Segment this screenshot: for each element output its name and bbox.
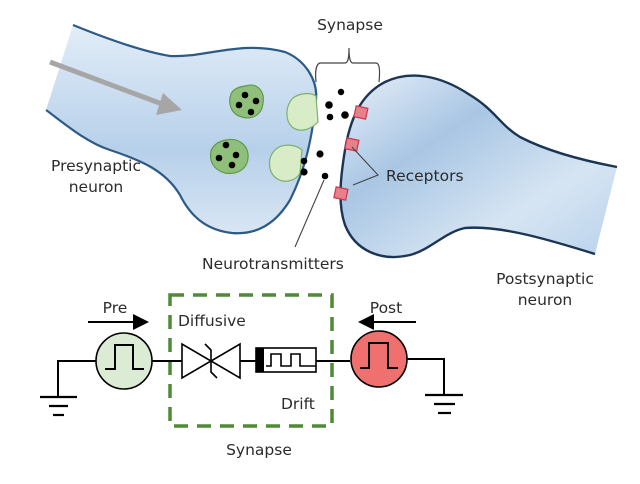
presynaptic-label-line2: neuron	[69, 178, 124, 196]
vesicle-full	[229, 84, 264, 119]
postsynaptic-neuron	[340, 75, 617, 257]
synapse-brace	[315, 47, 381, 83]
synapse-box	[168, 293, 334, 428]
neurotransmitters-pointer	[294, 179, 325, 248]
post-ground-wire	[407, 358, 445, 395]
synapse-label: Synapse	[317, 16, 383, 34]
pre-ground-wire	[57, 360, 96, 397]
pulse-icon	[105, 344, 144, 370]
signal-arrowhead-icon	[156, 93, 182, 115]
pulse-icon	[360, 342, 398, 369]
presynaptic-label: Presynaptic	[51, 157, 141, 175]
postsynaptic-label: Postsynaptic	[496, 270, 594, 288]
signal-direction-arrow	[49, 59, 163, 107]
postsynaptic-membrane	[339, 74, 618, 259]
post-pulse-source	[350, 330, 408, 388]
presynaptic-membrane	[45, 23, 318, 235]
drift-memristor-icon	[255, 347, 317, 373]
presynaptic-neuron	[46, 25, 317, 234]
drift-label: Drift	[281, 395, 315, 413]
receptors	[333, 105, 369, 201]
pre-label: Pre	[103, 299, 128, 317]
ground-icon	[425, 393, 463, 415]
vesicle-full	[209, 138, 249, 175]
receptors-label: Receptors	[386, 167, 464, 185]
diffusive-element-icon	[181, 342, 241, 380]
vesicle-fused	[268, 144, 303, 182]
ground-icon	[40, 395, 77, 417]
post-label: Post	[370, 299, 402, 317]
receptors-pointer	[351, 146, 379, 186]
diffusive-label: Diffusive	[178, 312, 246, 330]
postsynaptic-label-line2: neuron	[518, 291, 573, 309]
pre-pulse-source	[95, 332, 153, 390]
neurotransmitters-label: Neurotransmitters	[202, 255, 344, 273]
neurotransmitters	[300, 88, 349, 180]
circuit-synapse-label: Synapse	[226, 441, 292, 459]
vesicle-fused	[286, 92, 319, 131]
